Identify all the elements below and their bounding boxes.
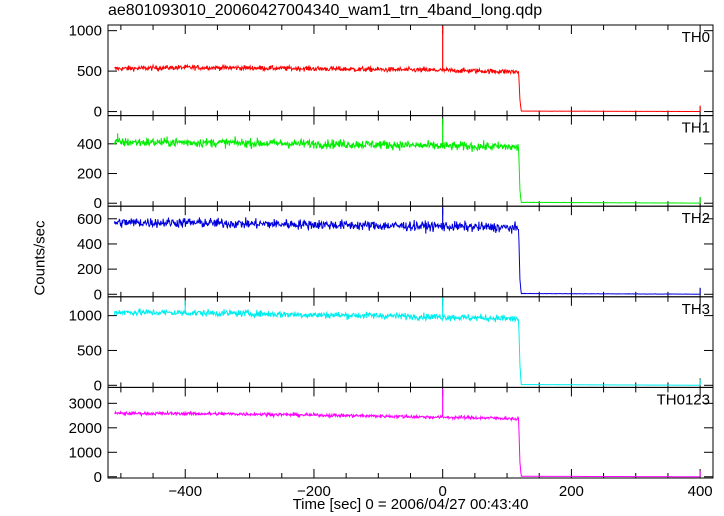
x-tick-label: −200 — [297, 483, 331, 500]
panel-label-th2: TH2 — [682, 210, 710, 227]
panel-frame-th0 — [107, 24, 714, 117]
x-axis-label: Time [sec] 0 = 2006/04/27 00:43:40 — [292, 496, 529, 513]
y-tick-label: 0 — [94, 377, 102, 394]
y-tick-label: 3000 — [69, 395, 102, 412]
y-tick-label: 1000 — [69, 444, 102, 461]
y-axis-label: Counts/sec — [31, 220, 49, 296]
x-tick-label: 0 — [439, 483, 447, 500]
panel-label-th3: TH3 — [682, 301, 710, 318]
y-tick-label: 400 — [77, 236, 102, 253]
y-tick-label: 500 — [77, 63, 102, 80]
series-line-th1 — [113, 136, 701, 204]
series-line-th0123 — [114, 409, 700, 478]
y-tick-label: 200 — [77, 166, 102, 183]
x-tick-label: 400 — [688, 483, 713, 500]
series-line-th2 — [113, 217, 701, 295]
y-tick-label: 200 — [77, 261, 102, 278]
x-tick-label: −400 — [168, 483, 202, 500]
y-tick-label: 1000 — [69, 23, 102, 40]
series-line-th0 — [114, 63, 701, 113]
y-tick-label: 400 — [77, 136, 102, 153]
panel-label-th0123: TH0123 — [657, 391, 710, 408]
panel-frame-th3 — [107, 296, 714, 388]
plot-title: ae801093010_20060427004340_wam1_trn_4ban… — [108, 2, 543, 19]
panel-label-th1: TH1 — [682, 120, 710, 137]
y-tick-label: 600 — [77, 211, 102, 228]
y-tick-label: 0 — [94, 195, 102, 212]
y-tick-label: 500 — [77, 342, 102, 359]
y-tick-label: 2000 — [69, 420, 102, 437]
y-tick-label: 0 — [94, 286, 102, 303]
panel-frame-th0123 — [107, 386, 714, 479]
y-tick-label: 0 — [94, 469, 102, 486]
x-tick-label: 200 — [559, 483, 584, 500]
y-tick-label: 1000 — [69, 308, 102, 325]
panel-label-th0: TH0 — [682, 29, 710, 46]
series-line-th3 — [113, 308, 701, 386]
panel-frame-th1 — [107, 115, 714, 207]
y-tick-label: 0 — [94, 104, 102, 121]
